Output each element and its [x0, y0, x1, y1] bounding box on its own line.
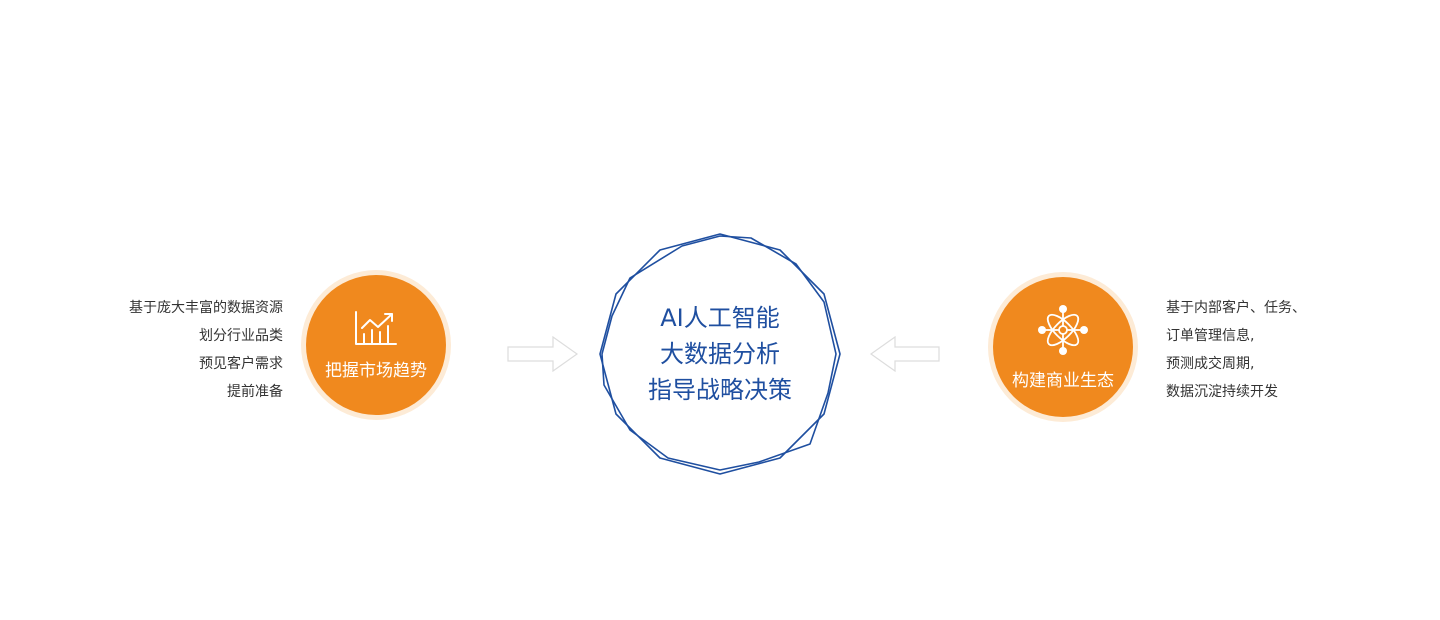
arrow-left-icon	[869, 335, 941, 376]
dodecagon-outline-icon	[599, 233, 841, 475]
center-badge: AI人工智能 大数据分析 指导战略决策	[598, 232, 842, 476]
center-line: AI人工智能	[660, 304, 780, 332]
market-trend-circle: 把握市场趋势	[306, 275, 446, 415]
arrow-right-icon	[507, 335, 579, 376]
right-description-line: 基于内部客户、任务、	[1166, 300, 1306, 316]
left-description-line: 划分行业品类	[199, 328, 283, 344]
business-ecosystem-halo: 构建商业生态	[988, 272, 1138, 422]
trend-chart-icon	[354, 310, 398, 346]
right-description: 基于内部客户、任务、 订单管理信息, 预测成交周期, 数据沉淀持续开发	[1166, 294, 1306, 406]
right-description-line: 订单管理信息,	[1166, 328, 1255, 344]
market-trend-label: 把握市场趋势	[325, 360, 427, 381]
center-text: AI人工智能 大数据分析 指导战略决策	[598, 232, 842, 476]
right-description-line: 预测成交周期,	[1166, 356, 1255, 372]
left-description-line: 预见客户需求	[199, 356, 283, 372]
business-ecosystem-circle: 构建商业生态	[993, 277, 1133, 417]
left-description-line: 提前准备	[227, 384, 283, 400]
left-description-line: 基于庞大丰富的数据资源	[129, 300, 283, 316]
right-description-line: 数据沉淀持续开发	[1166, 384, 1278, 400]
business-ecosystem-label: 构建商业生态	[1012, 370, 1114, 391]
left-description: 基于庞大丰富的数据资源 划分行业品类 预见客户需求 提前准备	[129, 294, 283, 406]
center-line: 大数据分析	[660, 340, 780, 368]
market-trend-halo: 把握市场趋势	[301, 270, 451, 420]
atom-icon	[1037, 304, 1089, 356]
center-line: 指导战略决策	[648, 376, 792, 404]
